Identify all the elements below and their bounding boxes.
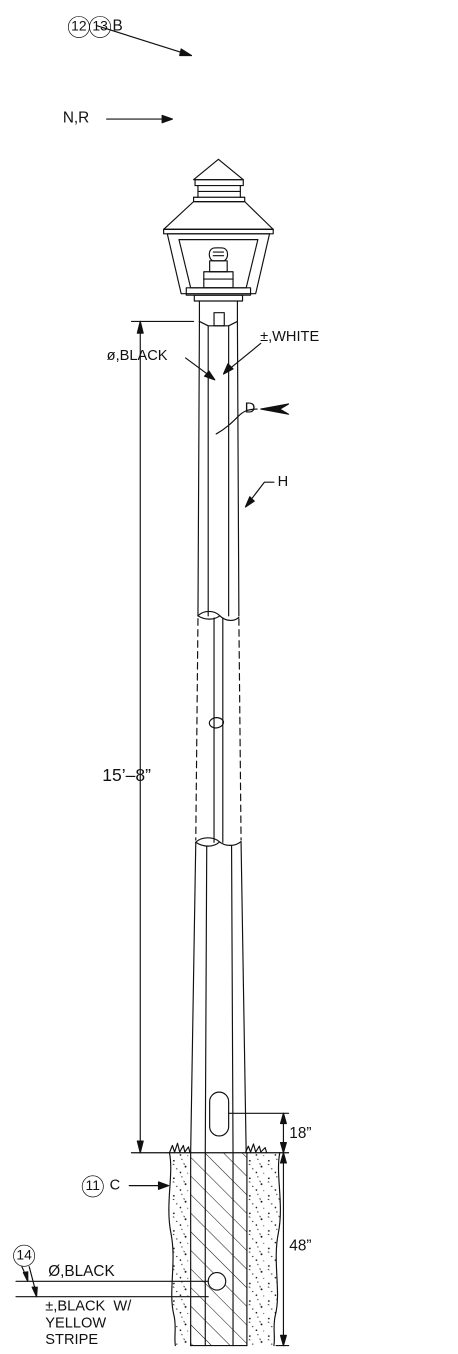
handhole [210,1092,229,1136]
grass-left [169,1143,189,1152]
callout-neutral-white: ±,WHITE [260,328,320,345]
leader-lines [16,26,288,1297]
grass-right [245,1144,266,1153]
lantern [164,159,274,301]
callout-pole-h: H [277,473,289,490]
callout-number-12: 12 [67,16,90,38]
access-door [209,718,223,728]
callout-number-14: 14 [13,1244,36,1267]
callout-n-r: N,R [62,109,90,127]
concrete-foundation [168,1143,280,1345]
dimension-pole-height: 15’–8” [102,765,152,786]
lantern-roof [164,202,274,230]
dimension-lines [131,321,288,1345]
callout-door-d: D [244,400,256,417]
callout-feed-neutral-line-2: YELLOW [45,1314,107,1332]
callout-feed-phase: Ø,BLACK [48,1263,115,1280]
callout-phase-black: ø,BLACK [106,347,168,364]
lantern-glass [179,240,258,288]
callout-number-13: 13 [89,16,112,38]
lantern-body [167,234,269,294]
lantern-cap-band [195,180,243,186]
lantern-cap [194,159,244,179]
dimension-handhole-height: 18” [289,1125,312,1142]
callout-number-11: 11 [81,1175,104,1198]
callout-feed-neutral-line-3: STRIPE [45,1331,99,1348]
lamp-bulb [209,248,227,261]
callout-letter-b: B [112,17,123,35]
dimension-foundation-depth: 48” [289,1237,312,1255]
conduit-entry [207,1271,227,1291]
lamp-socket [204,272,233,288]
pole-shaft [191,301,247,1153]
callout-feed-neutral-line-1: ±,BLACK W/ [45,1298,132,1315]
callout-letter-c: C [109,1176,121,1193]
